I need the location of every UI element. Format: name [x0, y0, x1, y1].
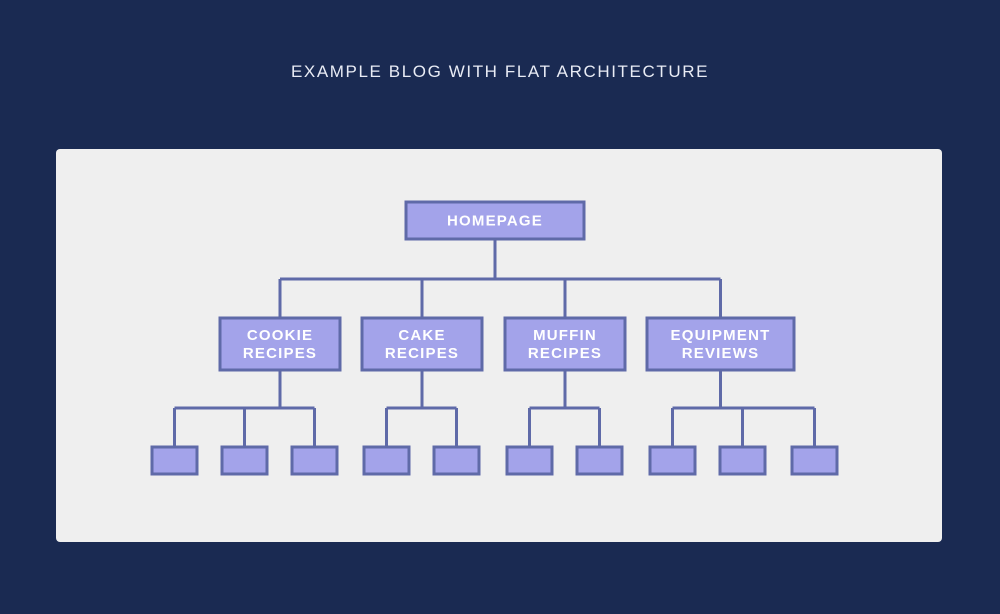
cookie-recipes-label-line-2: RECIPES	[243, 345, 317, 362]
equipment-reviews-label-line-2: REVIEWS	[682, 345, 760, 362]
child-page-muffin-recipes-1	[505, 445, 554, 476]
cake-recipes-box	[360, 316, 484, 372]
cake-recipes-label-line-1: CAKE	[398, 327, 445, 344]
child-page-cookie-recipes-1	[150, 445, 199, 476]
muffin-recipes-label-line-2: RECIPES	[528, 345, 602, 362]
homepage-box	[404, 200, 586, 241]
child-page-equipment-reviews-3	[790, 445, 839, 476]
equipment-reviews-box	[645, 316, 796, 372]
cookie-recipes-box	[218, 316, 342, 372]
muffin-recipes-label-line-1: MUFFIN	[533, 327, 597, 344]
child-page-cookie-recipes-3	[290, 445, 339, 476]
muffin-recipes-box	[503, 316, 627, 372]
child-page-equipment-reviews-1	[648, 445, 697, 476]
child-page-equipment-reviews-2	[718, 445, 767, 476]
child-page-cookie-recipes-2	[220, 445, 269, 476]
child-page-cake-recipes-2	[432, 445, 481, 476]
diagram-title: EXAMPLE BLOG WITH FLAT ARCHITECTURE	[290, 62, 710, 81]
node-homepage: HOMEPAGE	[404, 200, 586, 241]
cake-recipes-label-line-2: RECIPES	[385, 345, 459, 362]
cookie-recipes-label-line-1: COOKIE	[247, 327, 313, 344]
connectors	[173, 239, 816, 447]
child-page-muffin-recipes-2	[575, 445, 624, 476]
equipment-reviews-label-line-1: EQUIPMENT	[671, 327, 771, 344]
child-page-cake-recipes-1	[362, 445, 411, 476]
nodes: HOMEPAGECOOKIERECIPESCAKERECIPESMUFFINRE…	[150, 200, 839, 476]
homepage-label: HOMEPAGE	[447, 213, 543, 230]
